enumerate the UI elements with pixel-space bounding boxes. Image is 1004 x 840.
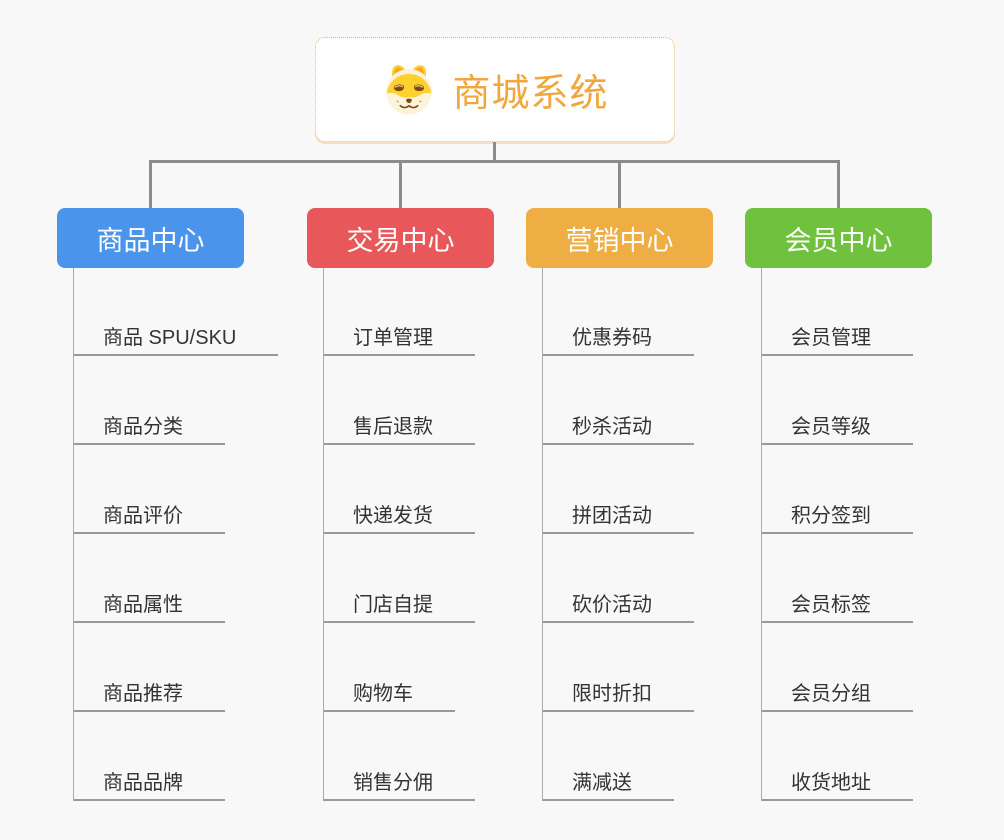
branch-drop-line [149, 160, 152, 208]
child-item[interactable]: 限时折扣 [543, 676, 694, 712]
child-item[interactable]: 砍价活动 [543, 587, 694, 623]
branch-3: 营销中心 优惠券码秒杀活动拼团活动砍价活动限时折扣满减送 [526, 160, 766, 801]
child-item[interactable]: 积分签到 [762, 498, 913, 534]
branch-2: 交易中心 订单管理售后退款快递发货门店自提购物车销售分佣 [307, 160, 547, 801]
doge-face-icon [386, 64, 433, 114]
child-item[interactable]: 快递发货 [324, 498, 475, 534]
branch-4: 会员中心 会员管理会员等级积分签到会员标签会员分组收货地址 [745, 160, 985, 801]
child-item[interactable]: 商品属性 [74, 587, 225, 623]
child-item[interactable]: 优惠券码 [543, 320, 694, 356]
child-item[interactable]: 订单管理 [324, 320, 475, 356]
branch-box-4[interactable]: 会员中心 [745, 208, 932, 268]
branch-1: 商品中心 商品 SPU/SKU 商品分类商品评价商品属性商品推荐商品品牌 [57, 160, 297, 801]
branch-rail-line [149, 160, 840, 163]
branch-label: 营销中心 [565, 225, 674, 256]
child-item[interactable]: 售后退款 [324, 409, 475, 445]
child-item[interactable]: 商品品牌 [74, 765, 225, 801]
branch-label: 交易中心 [346, 225, 455, 256]
root-title: 商城系统 [452, 73, 609, 115]
child-item[interactable]: 满减送 [543, 765, 674, 801]
child-item[interactable]: 商品推荐 [74, 676, 225, 712]
branch-children: 商品 SPU/SKU 商品分类商品评价商品属性商品推荐商品品牌 [73, 268, 279, 801]
child-item[interactable]: 拼团活动 [543, 498, 694, 534]
branch-box-2[interactable]: 交易中心 [307, 208, 494, 268]
branch-box-3[interactable]: 营销中心 [526, 208, 713, 268]
child-item[interactable]: 秒杀活动 [543, 409, 694, 445]
branch-label: 会员中心 [784, 225, 893, 256]
branch-drop-line [399, 160, 402, 208]
child-item[interactable]: 商品 SPU/SKU [74, 320, 279, 356]
child-item[interactable]: 会员标签 [762, 587, 913, 623]
child-item[interactable]: 购物车 [324, 676, 455, 712]
branch-drop-line [837, 160, 840, 208]
branch-drop-line [618, 160, 621, 208]
branch-children: 会员管理会员等级积分签到会员标签会员分组收货地址 [761, 268, 913, 801]
branch-children: 优惠券码秒杀活动拼团活动砍价活动限时折扣满减送 [542, 268, 694, 801]
branch-children: 订单管理售后退款快递发货门店自提购物车销售分佣 [323, 268, 475, 801]
child-item[interactable]: 门店自提 [324, 587, 475, 623]
child-item[interactable]: 商品评价 [74, 498, 225, 534]
child-item[interactable]: 收货地址 [762, 765, 913, 801]
child-item[interactable]: 商品分类 [74, 409, 225, 445]
child-item[interactable]: 销售分佣 [324, 765, 475, 801]
child-item[interactable]: 会员等级 [762, 409, 913, 445]
child-item[interactable]: 会员分组 [762, 676, 913, 712]
root-connector-line [493, 142, 496, 162]
root-node[interactable]: 商城系统 [315, 37, 675, 142]
branch-label: 商品中心 [96, 225, 205, 256]
branch-box-1[interactable]: 商品中心 [57, 208, 244, 268]
child-item[interactable]: 会员管理 [762, 320, 913, 356]
